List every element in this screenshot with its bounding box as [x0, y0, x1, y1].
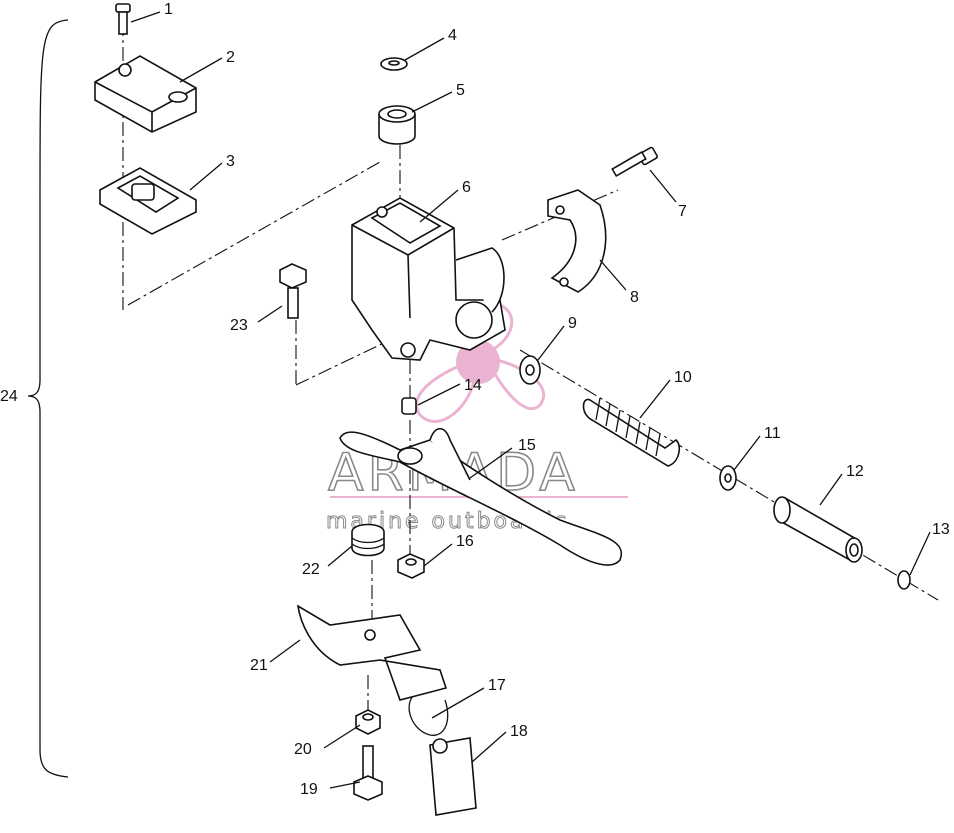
callout-12: 12	[846, 463, 864, 480]
callout-13: 13	[932, 521, 950, 538]
callout-18: 18	[510, 723, 528, 740]
callout-19: 19	[300, 781, 318, 798]
callout-10: 10	[674, 369, 692, 386]
callout-7: 7	[678, 203, 687, 220]
callout-15: 15	[518, 437, 536, 454]
callout-24: 24	[0, 388, 18, 405]
part-spring-22	[351, 523, 385, 557]
callout-21: 21	[250, 657, 268, 674]
propeller-hub	[456, 340, 500, 384]
callout-14: 14	[464, 377, 482, 394]
part-screw-1	[115, 3, 131, 35]
part-clamp-8	[547, 189, 607, 293]
part-master-cylinder-6	[351, 197, 506, 361]
part-switch-17	[408, 689, 449, 736]
part-tag-18	[429, 737, 477, 816]
callout-6: 6	[462, 179, 471, 196]
callout-3: 3	[226, 153, 235, 170]
callout-23: 23	[230, 317, 248, 334]
part-bolt-23	[279, 263, 307, 319]
part-screw-19	[353, 745, 383, 801]
part-washer-11	[719, 465, 737, 491]
part-washer-4	[380, 57, 408, 71]
part-lever-15	[339, 427, 623, 566]
part-pin-14	[401, 397, 417, 415]
part-bracket-21	[296, 604, 448, 701]
part-piston-12	[773, 496, 863, 563]
callout-5: 5	[456, 82, 465, 99]
callout-11: 11	[764, 425, 781, 442]
part-nut-20	[355, 709, 381, 735]
callout-9: 9	[568, 315, 577, 332]
part-cover-2	[94, 55, 197, 133]
callout-labels: 1 2 3 4 5 6 7 8 9 10 11 12 13 14 15 16 1…	[0, 1, 950, 798]
part-nut-16	[397, 553, 425, 579]
part-washer-9	[519, 355, 541, 385]
callout-8: 8	[630, 289, 639, 306]
part-screw-7	[611, 146, 658, 178]
leader-lines	[130, 11, 931, 789]
callout-17: 17	[488, 677, 506, 694]
part-diaphragm-3	[99, 167, 197, 235]
part-oring-13	[897, 570, 911, 590]
assembly-bracket	[27, 19, 69, 778]
callout-1: 1	[164, 1, 173, 18]
callout-16: 16	[456, 533, 474, 550]
callout-4: 4	[448, 27, 457, 44]
part-spring-10	[582, 397, 681, 467]
callout-20: 20	[294, 741, 312, 758]
part-bushing-5	[378, 105, 416, 145]
alignment-lines	[122, 22, 939, 712]
callout-22: 22	[302, 561, 320, 578]
callout-2: 2	[226, 49, 235, 66]
